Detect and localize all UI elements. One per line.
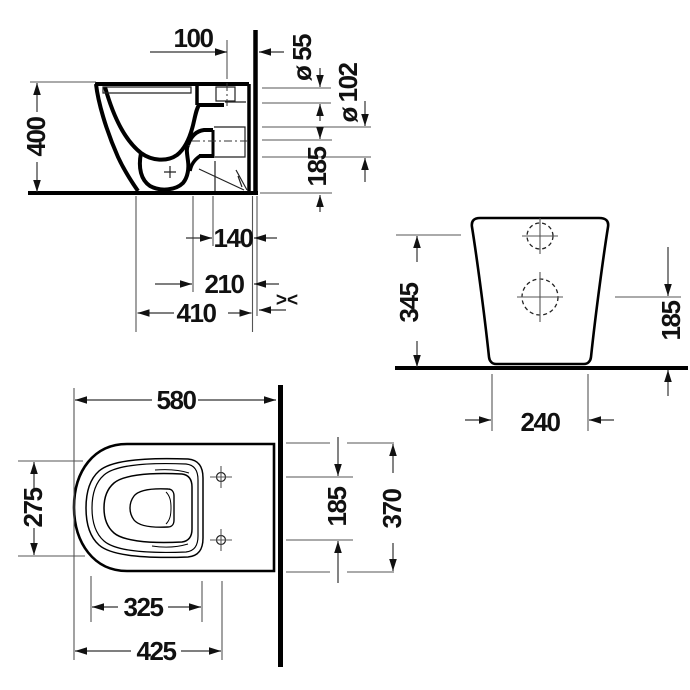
gap-symbol: >< [276,290,298,311]
toilet-section-details [102,83,249,191]
side-dimension-arrows [33,48,369,317]
outlet-pipe [214,126,246,158]
dim-label-370: 370 [377,489,407,529]
dim-label-dia102: ø 102 [333,62,363,122]
dim-label-210: 210 [205,269,245,299]
drain-marker [164,166,176,178]
dim-label-425: 425 [137,636,177,666]
side-view: 100 400 ø 55 ø 102 185 140 210 410 >< [21,23,371,332]
seat-profile [102,86,192,94]
dim-label-580: 580 [157,385,197,415]
dim-label-240: 240 [521,407,561,437]
rear-view: 345 185 240 [394,216,688,437]
rear-dimension-arrows [413,236,672,424]
top-dimension-arrows [30,396,397,655]
rear-body-outline [470,216,610,366]
dim-label-345: 345 [394,283,424,323]
top-view: 580 275 325 425 185 370 [18,385,407,667]
dim-label-185-top: 185 [322,487,352,527]
dim-label-185-side: 185 [302,147,332,187]
dim-label-100: 100 [174,23,214,53]
dim-label-410: 410 [177,298,217,328]
bowl-water-outline [129,488,175,528]
dim-label-400: 400 [21,117,51,157]
dim-label-185-rear: 185 [656,301,686,341]
dim-label-dia55: ø 55 [287,34,317,81]
mounting-holes [210,466,232,551]
side-extension-lines [30,40,371,332]
rear-extension-lines [396,234,681,431]
dim-label-325: 325 [124,592,164,622]
top-extension-lines [18,388,394,660]
seat-outline [85,457,204,559]
flush-inlet [215,86,236,102]
dim-label-275: 275 [18,488,48,528]
toilet-section-outline [94,82,251,193]
dim-label-140: 140 [214,223,254,253]
